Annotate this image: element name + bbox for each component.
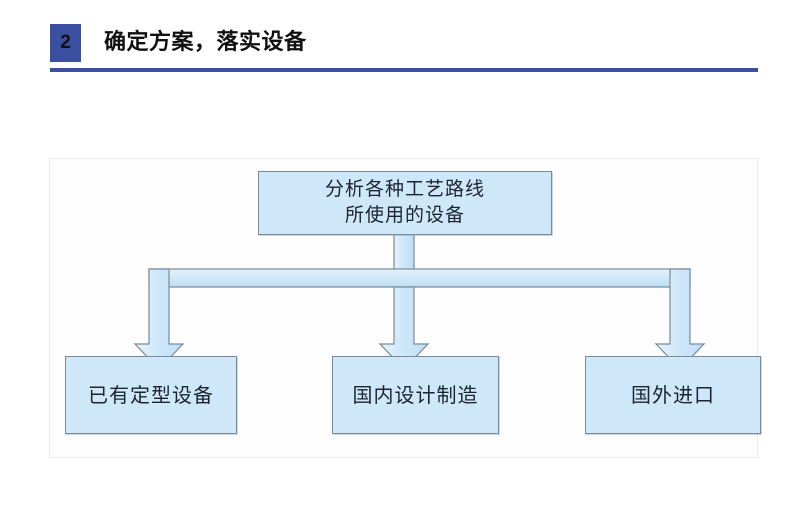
process-box-branch-1-label: 已有定型设备 — [88, 382, 214, 407]
process-box-analysis-label: 分析各种工艺路线 所使用的设备 — [325, 177, 485, 228]
process-box-branch-2-label: 国内设计制造 — [352, 382, 479, 407]
process-box-branch-2[interactable]: 国内设计制造 — [332, 356, 499, 434]
connector-stem — [393, 232, 415, 276]
section-number-badge: 2 — [50, 24, 81, 62]
page-title: 确定方案，落实设备 — [104, 30, 307, 55]
process-box-analysis[interactable]: 分析各种工艺路线 所使用的设备 — [258, 171, 552, 235]
analysis-line-1: 分析各种工艺路线 — [324, 178, 485, 201]
header-divider — [50, 68, 758, 72]
process-box-branch-1[interactable]: 已有定型设备 — [65, 356, 237, 434]
arrow-to-branch-1 — [133, 268, 185, 370]
diagram-frame: 分析各种工艺路线 所使用的设备 已有定型设备 国内设计制造 国外进口 — [49, 158, 761, 459]
diagram-canvas: 分析各种工艺路线 所使用的设备 已有定型设备 国内设计制造 国外进口 — [50, 159, 761, 459]
process-box-branch-3[interactable]: 国外进口 — [585, 356, 761, 434]
analysis-line-2: 所使用的设备 — [344, 204, 465, 226]
connector-bar — [148, 268, 691, 288]
process-box-branch-3-label: 国外进口 — [631, 382, 715, 407]
slide-header: 2 确定方案，落实设备 — [0, 0, 808, 80]
arrow-to-branch-3 — [654, 268, 706, 370]
